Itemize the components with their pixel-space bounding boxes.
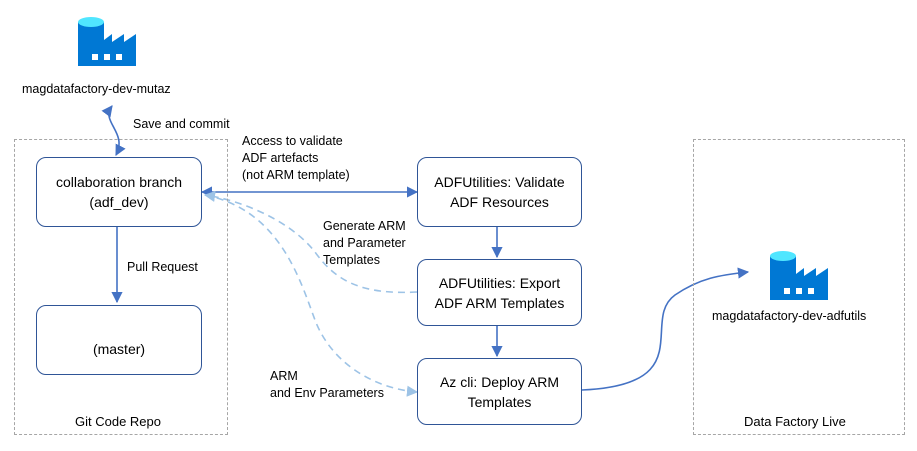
collaboration-branch-box: collaboration branch (adf_dev)	[36, 157, 202, 227]
data-factory-icon	[78, 16, 136, 73]
pull-request-label: Pull Request	[127, 260, 198, 274]
git-code-repo-label: Git Code Repo	[75, 414, 161, 429]
export-title: ADFUtilities: Export	[438, 274, 561, 291]
data-factory-live-label: Data Factory Live	[744, 414, 846, 429]
git-code-repo-group	[14, 139, 228, 435]
deploy-title: Az cli: Deploy ARM	[439, 373, 560, 390]
data-factory-live-group	[693, 139, 905, 435]
deploy-subtitle: Templates	[467, 393, 532, 410]
access-line-3: (not ARM template)	[242, 168, 350, 182]
save-commit-arrow	[101, 105, 126, 156]
master-branch-name: (master)	[92, 341, 146, 357]
export-templates-box: ADFUtilities: Export ADF ARM Templates	[417, 259, 582, 326]
validate-resources-box: ADFUtilities: Validate ADF Resources	[417, 157, 582, 227]
access-validate-label: Access to validate ADF artefacts (not AR…	[242, 133, 350, 184]
generate-line-1: Generate ARM	[323, 219, 406, 233]
access-line-1: Access to validate	[242, 134, 343, 148]
arm-line-2: and Env Parameters	[270, 386, 384, 400]
collab-branch-name: (adf_dev)	[89, 194, 149, 210]
validate-subtitle: ADF Resources	[450, 194, 549, 210]
collab-branch-title: collaboration branch	[55, 174, 183, 190]
export-subtitle: ADF ARM Templates	[434, 294, 565, 311]
generate-arm-dashed-arrow	[203, 190, 418, 294]
live-factory-name: magdatafactory-dev-adfutils	[712, 309, 867, 323]
deploy-templates-box: Az cli: Deploy ARM Templates	[417, 358, 582, 425]
master-branch-box: (master)	[36, 305, 202, 375]
arm-env-params-label: ARM and Env Parameters	[270, 368, 384, 402]
validate-title: ADFUtilities: Validate	[434, 174, 565, 190]
data-factory-icon	[770, 250, 828, 307]
deploy-to-live-arrow	[581, 267, 750, 391]
generate-arm-label: Generate ARM and Parameter Templates	[323, 218, 406, 269]
arm-line-1: ARM	[270, 369, 298, 383]
access-line-2: ADF artefacts	[242, 151, 319, 165]
generate-line-2: and Parameter	[323, 236, 406, 250]
source-factory-name: magdatafactory-dev-mutaz	[22, 82, 171, 96]
save-commit-label: Save and commit	[133, 117, 230, 131]
generate-line-3: Templates	[323, 253, 380, 267]
